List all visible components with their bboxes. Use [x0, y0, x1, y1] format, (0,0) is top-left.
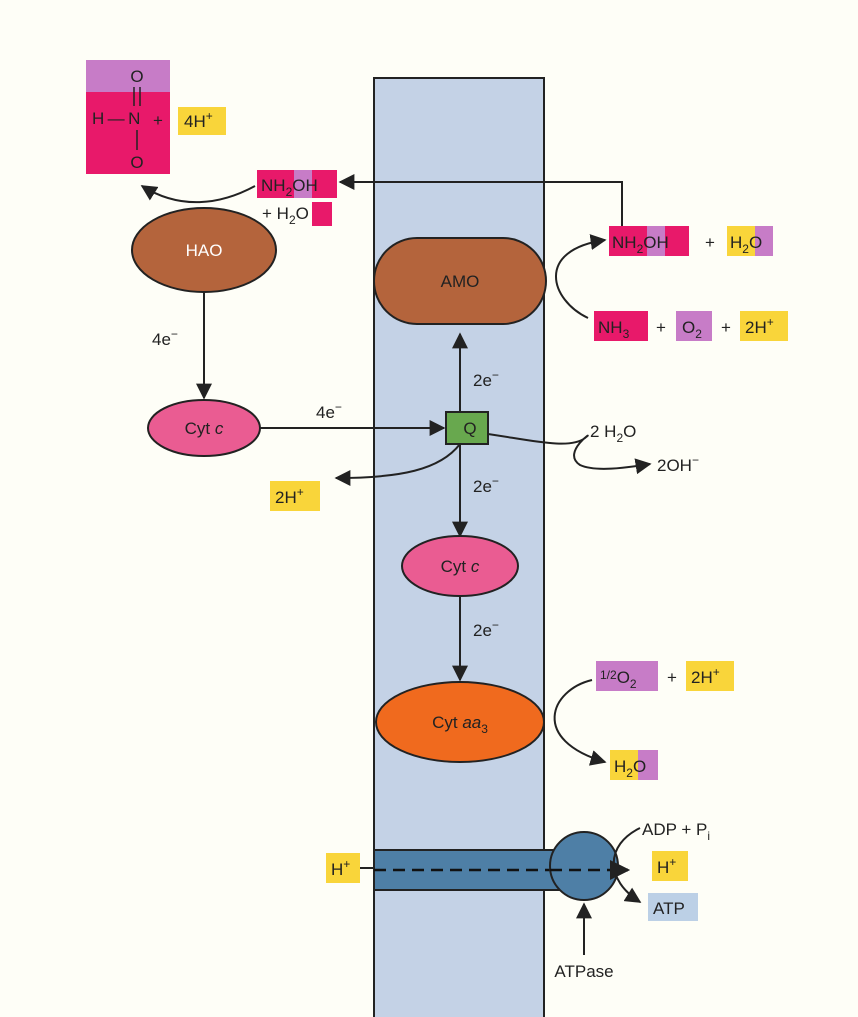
- o2-box: [676, 311, 712, 341]
- hydroxylamine-in-group: NH2OH + H2O: [257, 170, 337, 227]
- amo-substrates-group: NH3 + O2 + 2H+: [594, 311, 788, 341]
- atp-box: [648, 893, 698, 921]
- quinone-label: Q: [463, 419, 476, 438]
- atpase-label: ATPase: [554, 962, 613, 981]
- hydroxylamine-in-text: NH2OH: [261, 176, 318, 199]
- h-in-box: [326, 853, 360, 883]
- atpase-head: [549, 831, 619, 901]
- q-protons-arrow: [334, 443, 461, 486]
- oxygen-reduction-arrow: [553, 679, 607, 766]
- nitrite-purple-box: [86, 60, 170, 92]
- amo-products-h2-box: [727, 226, 755, 256]
- water-in-o-box: [312, 202, 332, 226]
- hydroxylamine-transport-arrow: [338, 174, 623, 226]
- q-to-amo-electrons: 2e−: [473, 368, 499, 390]
- nitrite-h-n: H — N: [92, 109, 140, 128]
- nitrite-o-top: O: [130, 67, 143, 86]
- water-out-h-box: [610, 750, 638, 780]
- nitrite-protons-box: [178, 107, 226, 135]
- nitrite-protons: 4H+: [184, 109, 213, 131]
- nh3-text: NH3: [598, 318, 630, 341]
- q-to-cytc-electrons: 2e−: [473, 474, 499, 496]
- oxygen-reduction-protons-box: [686, 661, 734, 691]
- q-protons-box: [270, 481, 320, 511]
- amo-protons-text: 2H+: [745, 315, 774, 337]
- amo-products-group: NH2OH + H2O: [609, 226, 773, 256]
- amo-enzyme: [373, 237, 547, 325]
- nitrite-o-bottom: O: [130, 153, 143, 172]
- cyt-aa3-label: Cyt aa3: [432, 713, 488, 736]
- amo-curved-arrow: [555, 234, 607, 319]
- h-out-box: [652, 851, 688, 881]
- atp-text: ATP: [653, 899, 685, 918]
- amo-products-nh2oh: NH2OH: [612, 233, 669, 256]
- water-split-arrow: [487, 433, 652, 475]
- cyt-aa3: [375, 681, 545, 763]
- hao-curved-arrow: [140, 185, 256, 204]
- amo-protons-box: [740, 311, 788, 341]
- cytc-to-q-electrons: 4e−: [316, 400, 342, 422]
- atp-synthesis-arrow: [612, 827, 642, 903]
- water-split-water: 2 H2O: [590, 422, 636, 445]
- q-protons-text: 2H+: [275, 485, 304, 507]
- nh3-box: [594, 311, 648, 341]
- nitrite-plus: +: [153, 111, 163, 130]
- amo-substrates-plus2: +: [721, 318, 731, 337]
- nitrite-magenta-box: [86, 92, 170, 174]
- amo-products-h2o: H2O: [730, 233, 762, 256]
- oxygen-reduction-plus: +: [667, 668, 677, 687]
- cyt-c-left-label: Cyt c: [185, 419, 224, 438]
- amo-products-plus: +: [705, 233, 715, 252]
- h-out-text: H+: [657, 855, 676, 877]
- hydroxylamine-in-o-box: [294, 170, 312, 198]
- half-o2-box: [596, 661, 658, 691]
- water-in-text: + H2O: [262, 204, 309, 227]
- o2-text: O2: [682, 318, 702, 341]
- oxygen-reduction-protons: 2H+: [691, 665, 720, 687]
- half-o2-text: 1/2O2: [600, 668, 637, 691]
- amo-products-h2o-o-box: [755, 226, 773, 256]
- amo-products-o-box: [647, 226, 665, 256]
- cytc-to-aa3-electrons: 2e−: [473, 618, 499, 640]
- hao-electrons: 4e−: [152, 327, 178, 349]
- water-out-o-box: [638, 750, 658, 780]
- adp-pi-text: ADP + Pi: [642, 820, 710, 843]
- quinone: [445, 411, 489, 445]
- hao-label: HAO: [186, 241, 223, 260]
- nitrite-group: O H — N O + 4H+: [86, 60, 226, 174]
- water-out-text: H2O: [614, 757, 646, 780]
- h-in-text: H+: [331, 857, 350, 879]
- oxygen-reduction-group: 1/2O2 + 2H+ H2O: [596, 661, 734, 780]
- cyt-c-mid-label: Cyt c: [441, 557, 480, 576]
- water-split-hydroxide: 2OH−: [657, 453, 699, 475]
- amo-label: AMO: [441, 272, 480, 291]
- amo-substrates-plus1: +: [656, 318, 666, 337]
